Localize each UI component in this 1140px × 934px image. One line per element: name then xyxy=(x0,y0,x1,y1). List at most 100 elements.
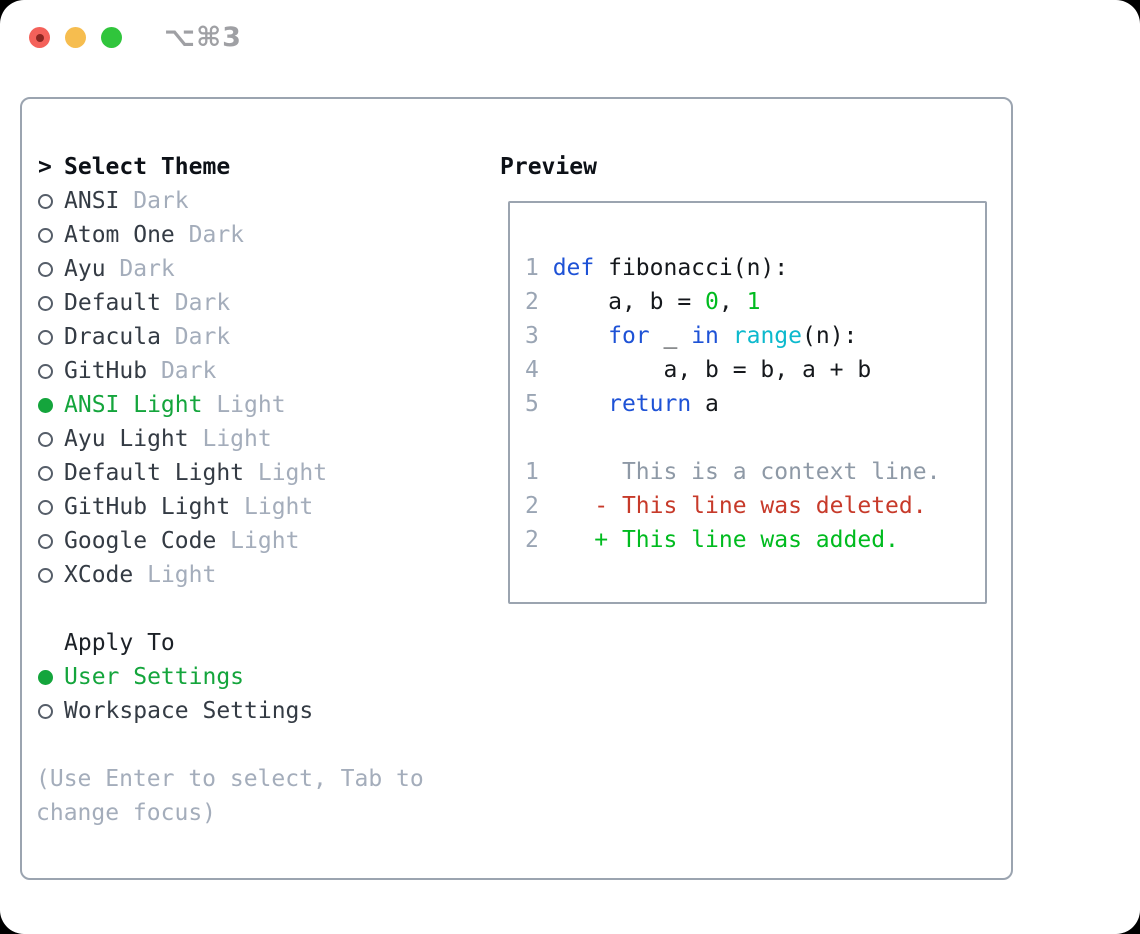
radio-icon xyxy=(38,295,53,311)
radio-icon xyxy=(38,703,53,719)
theme-option[interactable]: ANSI Dark xyxy=(36,184,496,218)
code-token: , xyxy=(718,289,747,315)
blank-line xyxy=(525,421,985,455)
code-line: 5 return a xyxy=(525,387,985,421)
radio-cell xyxy=(36,431,64,447)
help-text: (Use Enter to select, Tab to change focu… xyxy=(36,766,424,826)
code-token: for xyxy=(608,323,650,349)
radio-icon xyxy=(38,227,53,243)
theme-option[interactable]: GitHub Dark xyxy=(36,354,496,388)
radio-cell xyxy=(36,227,64,243)
code-token: def xyxy=(552,255,595,281)
diff-lines: 1 This is a context line.2 - This line w… xyxy=(525,455,985,557)
theme-name: Default xyxy=(64,290,161,316)
radio-cell xyxy=(36,465,64,481)
select-theme-header: > Select Theme xyxy=(36,150,496,184)
theme-option[interactable]: Dracula Dark xyxy=(36,320,496,354)
line-number: 4 xyxy=(525,357,553,383)
code-line: 2 a, b = 0, 1 xyxy=(525,285,985,319)
code-line: 3 for _ in range(n): xyxy=(525,319,985,353)
radio-cell xyxy=(36,499,64,515)
theme-variant: Light xyxy=(244,460,328,486)
code-line: 1 def fibonacci(n): xyxy=(525,251,985,285)
code-token: range xyxy=(732,323,802,349)
radio-cell xyxy=(36,533,64,549)
theme-name: Dracula xyxy=(64,324,161,350)
radio-icon xyxy=(38,533,53,549)
minimize-button[interactable] xyxy=(65,27,86,48)
theme-option[interactable]: Ayu Dark xyxy=(36,252,496,286)
code-token: (n): xyxy=(802,323,858,349)
title-bar: ⌥⌘3 xyxy=(0,0,1140,97)
theme-name: ANSI xyxy=(64,188,120,214)
theme-variant: Dark xyxy=(147,358,217,384)
diff-line: 2 + This line was added. xyxy=(525,523,985,557)
radio-icon xyxy=(38,363,53,379)
code-token: 0 xyxy=(705,289,719,315)
theme-option[interactable]: Atom One Dark xyxy=(36,218,496,252)
theme-name: XCode xyxy=(64,562,134,588)
theme-option[interactable]: GitHub Light Light xyxy=(36,490,496,524)
radio-icon xyxy=(38,567,53,583)
section-title-apply-to: Apply To xyxy=(64,630,175,656)
radio-cell xyxy=(36,397,64,413)
close-button[interactable] xyxy=(29,27,50,48)
line-number: 2 xyxy=(525,289,553,315)
diff-text: This is a context line. xyxy=(594,459,941,485)
spacer xyxy=(36,592,496,626)
theme-option[interactable]: Ayu Light Light xyxy=(36,422,496,456)
code-token: a xyxy=(691,391,719,417)
code-token: in xyxy=(691,323,719,349)
theme-name: Atom One xyxy=(64,222,175,248)
theme-option[interactable]: XCode Light xyxy=(36,558,496,592)
line-number: 1 xyxy=(525,459,595,485)
zoom-button[interactable] xyxy=(101,27,122,48)
theme-variant: Dark xyxy=(160,290,231,316)
diff-line: 1 This is a context line. xyxy=(525,455,985,489)
theme-name: Ayu xyxy=(64,256,106,282)
theme-name: ANSI Light xyxy=(64,392,203,418)
theme-variant: Dark xyxy=(119,188,189,214)
code-token: a, b = b, a + b xyxy=(552,357,872,383)
line-number: 5 xyxy=(525,391,553,417)
code-token: 1 xyxy=(746,289,761,315)
code-token: fibonacci(n): xyxy=(594,255,789,281)
code-token: _ xyxy=(649,323,692,349)
radio-cell xyxy=(36,295,64,311)
code-token xyxy=(553,323,608,349)
preview-title: Preview xyxy=(500,154,597,180)
theme-option[interactable]: ANSI Light Light xyxy=(36,388,496,422)
radio-cell xyxy=(36,363,64,379)
radio-cell xyxy=(36,703,64,719)
line-number: 2 xyxy=(525,527,595,553)
radio-cell xyxy=(36,193,64,209)
unsaved-dot-icon xyxy=(35,33,44,42)
theme-option[interactable]: Default Dark xyxy=(36,286,496,320)
apply-to-label: Workspace Settings xyxy=(64,698,314,724)
theme-option[interactable]: Default Light Light xyxy=(36,456,496,490)
code-line: 4 a, b = b, a + b xyxy=(525,353,985,387)
diff-line: 2 - This line was deleted. xyxy=(525,489,985,523)
radio-cell xyxy=(36,567,64,583)
theme-variant: Dark xyxy=(174,222,245,248)
apply-to-label: User Settings xyxy=(64,664,245,690)
theme-name: GitHub xyxy=(64,358,148,384)
theme-option[interactable]: Google Code Light xyxy=(36,524,496,558)
apply-to-header: Apply To xyxy=(36,626,496,660)
radio-selected-icon xyxy=(38,397,53,413)
theme-variant: Light xyxy=(188,426,272,452)
radio-cell xyxy=(36,329,64,345)
line-number: 3 xyxy=(525,323,553,349)
theme-variant: Light xyxy=(216,528,300,554)
apply-to-option[interactable]: Workspace Settings xyxy=(36,694,496,728)
line-number: 1 xyxy=(525,255,553,281)
code-token: a, b = xyxy=(552,289,706,315)
code-token: return xyxy=(608,391,692,417)
apply-to-option[interactable]: User Settings xyxy=(36,660,496,694)
line-number: 2 xyxy=(525,493,595,519)
